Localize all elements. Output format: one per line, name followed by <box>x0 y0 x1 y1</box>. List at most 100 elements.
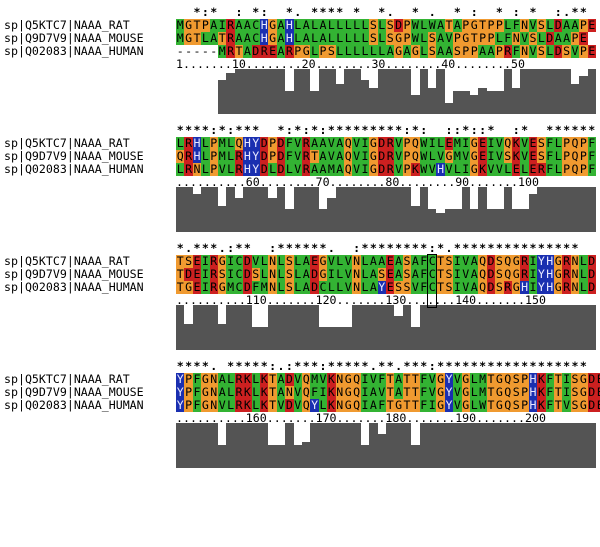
residue: L <box>201 162 210 176</box>
consensus-mark: * <box>361 241 369 255</box>
residue: Q <box>352 398 361 412</box>
residue: R <box>234 162 244 176</box>
residue: V <box>352 162 361 176</box>
residue: A <box>276 31 286 45</box>
consensus-mark: * <box>176 123 184 137</box>
conservation-bar <box>444 422 454 468</box>
residue: L <box>260 267 269 281</box>
residue: T <box>402 372 412 386</box>
residue: Q <box>344 136 353 150</box>
residue: R <box>386 162 395 176</box>
conservation-bar <box>369 422 378 468</box>
residue: G <box>369 162 378 176</box>
residue: K <box>260 372 269 386</box>
residue: V <box>486 162 496 176</box>
residue: I <box>360 149 370 163</box>
residue: P <box>402 136 412 150</box>
residue: K <box>478 162 487 176</box>
residue: T <box>436 254 445 268</box>
residue: S <box>251 267 260 281</box>
residue: E <box>192 254 202 268</box>
residue: Q <box>234 136 244 150</box>
residue: F <box>419 280 428 294</box>
residue: I <box>318 385 328 399</box>
entry-name: NAAA_MOUSE <box>73 385 144 399</box>
residue: L <box>293 254 302 268</box>
sequence-label: sp|Q5KTC7|NAAA_RAT <box>4 254 130 268</box>
consensus-mark: * <box>294 241 302 255</box>
residue: A <box>402 44 412 58</box>
residue: R <box>386 149 395 163</box>
residue: S <box>528 31 538 45</box>
residue: N <box>352 280 361 294</box>
conservation-bar <box>268 304 277 350</box>
residue: Y <box>176 385 185 399</box>
residue: L <box>470 372 479 386</box>
residue: I <box>327 267 336 281</box>
residue: V <box>520 31 529 45</box>
residue: G <box>394 398 403 412</box>
residue: S <box>444 280 454 294</box>
conservation-bar <box>360 186 370 232</box>
residue: A <box>209 31 218 45</box>
consensus-mark: * <box>176 359 184 373</box>
residue: P <box>470 44 479 58</box>
residue: G <box>268 18 277 32</box>
residue: N <box>352 254 361 268</box>
conservation-bar <box>453 209 462 232</box>
residue: T <box>402 385 412 399</box>
consensus-mark: : <box>453 123 461 137</box>
residue: S <box>327 44 336 58</box>
residue: F <box>587 162 596 176</box>
conservation-bar <box>302 186 311 232</box>
residue: A <box>302 18 311 32</box>
position-ruler: 1.......10........20........30........40… <box>176 57 526 71</box>
residue: A <box>436 18 445 32</box>
consensus-mark: * <box>302 241 310 255</box>
residue: Y <box>537 254 546 268</box>
residue: W <box>428 18 437 32</box>
consensus-mark: . <box>294 5 302 19</box>
residue: F <box>587 149 596 163</box>
residue: F <box>192 385 202 399</box>
conservation-bar <box>276 186 286 232</box>
residue: I <box>528 254 538 268</box>
residue: L <box>579 254 588 268</box>
accession: Q02083 <box>24 162 67 176</box>
conservation-bar <box>184 186 193 232</box>
residue: L <box>327 31 336 45</box>
residue: Y <box>251 149 260 163</box>
residue: R <box>234 398 244 412</box>
residue: V <box>428 385 437 399</box>
conservation-bar <box>209 304 218 350</box>
consensus-mark: . <box>185 241 193 255</box>
consensus-mark: * <box>563 241 571 255</box>
residue: - <box>201 44 209 58</box>
residue: F <box>377 398 386 412</box>
residue: G <box>369 136 378 150</box>
conservation-bar <box>545 68 554 114</box>
residue: L <box>360 280 370 294</box>
residue: V <box>293 162 302 176</box>
conservation-bar <box>461 186 470 232</box>
residue: F <box>310 385 319 399</box>
residue: S <box>444 254 454 268</box>
residue: L <box>176 136 185 150</box>
residue: D <box>554 18 563 32</box>
residue: Q <box>503 136 512 150</box>
residue: L <box>201 31 210 45</box>
db-prefix: sp <box>4 149 18 163</box>
consensus-mark: * <box>395 123 403 137</box>
conservation-bar <box>243 422 252 468</box>
residue: P <box>402 31 412 45</box>
residue: P <box>520 385 529 399</box>
residue: V <box>428 162 437 176</box>
conservation-bar <box>520 304 529 350</box>
residue: D <box>554 44 563 58</box>
consensus-mark: * <box>571 5 579 19</box>
residue: A <box>318 162 328 176</box>
consensus-mark: * <box>386 359 394 373</box>
residue: G <box>218 280 227 294</box>
conservation-bar <box>344 186 353 232</box>
residue: S <box>537 149 546 163</box>
